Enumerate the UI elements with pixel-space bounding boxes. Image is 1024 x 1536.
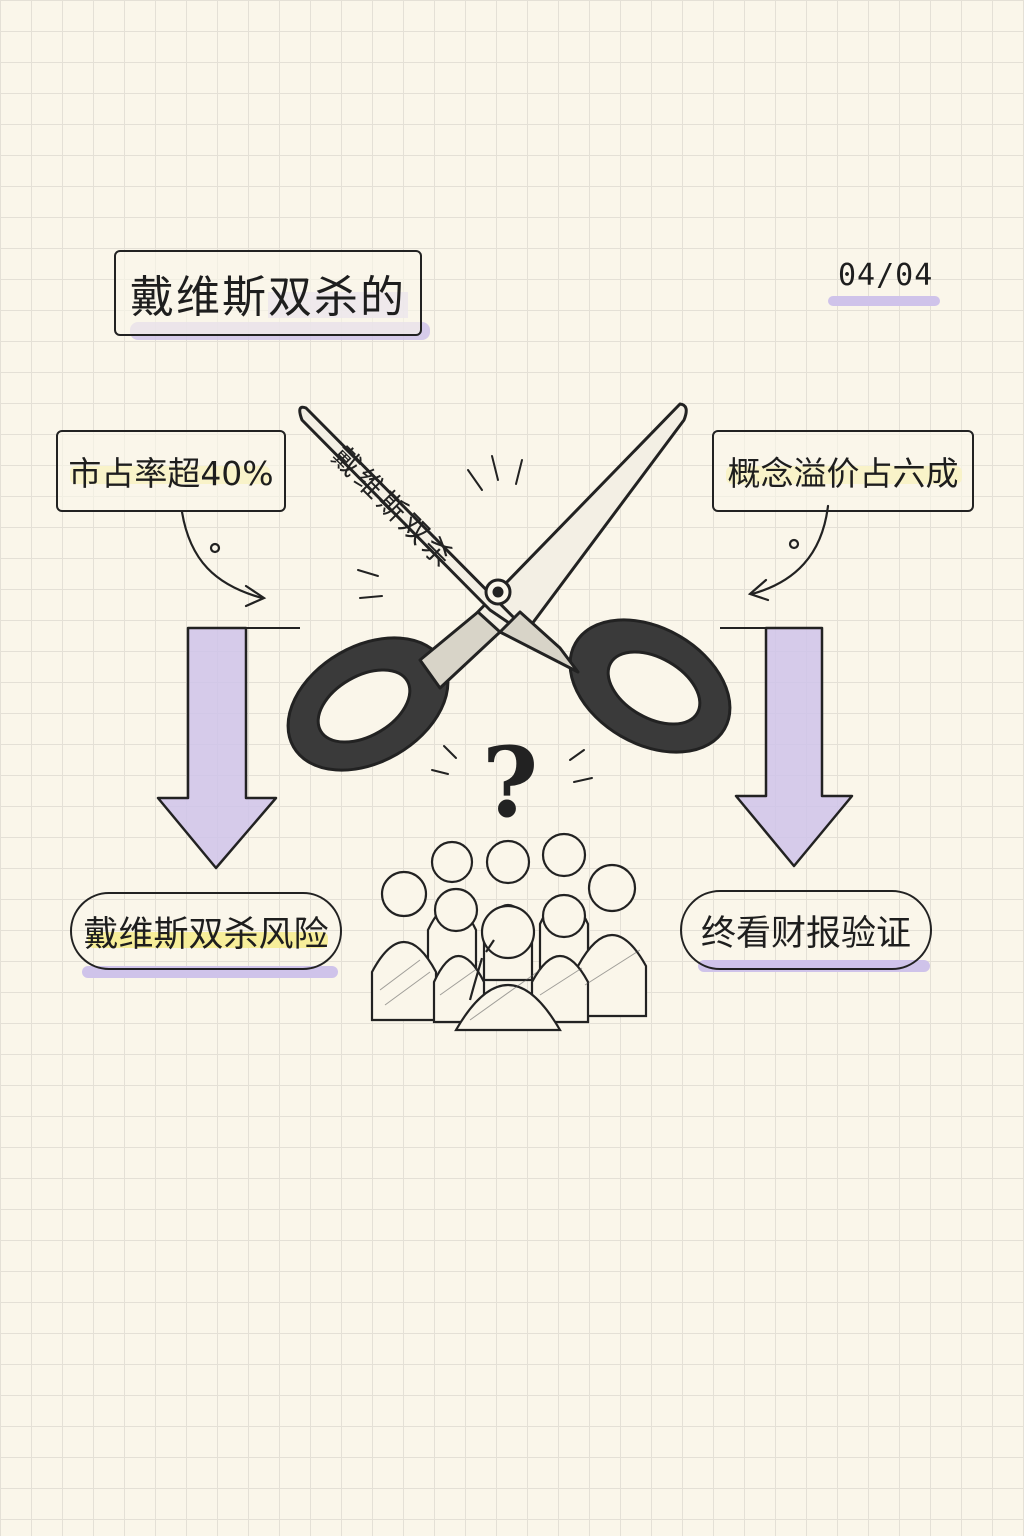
scissors-blade-text: 戴维斯双杀 — [325, 440, 461, 576]
left-result-box: 戴维斯双杀风险 — [70, 892, 342, 970]
right-result-box: 终看财报验证 — [680, 890, 932, 970]
right-result: 终看财报验证 — [700, 913, 911, 954]
left-result: 戴维斯双杀风险 — [83, 914, 329, 955]
right-label-box: 概念溢价占六成 — [712, 430, 974, 512]
left-down-arrow-icon — [156, 626, 300, 870]
scissors-icon — [286, 402, 732, 772]
right-down-arrow-icon — [720, 626, 854, 868]
page-title: 戴维斯双杀的 — [130, 272, 406, 323]
question-mark-icon: ? — [482, 726, 538, 839]
crowd-hatching — [379, 949, 641, 1021]
crowd-icon — [370, 832, 648, 1032]
left-label-box: 市占率超40% — [56, 430, 286, 512]
page-indicator-underline — [828, 296, 940, 306]
left-curved-arrow-icon — [180, 510, 267, 608]
left-label: 市占率超40% — [68, 454, 274, 493]
left-result-highlight — [88, 932, 328, 948]
right-curved-arrow-icon — [747, 504, 830, 602]
emphasis-ticks-icon — [357, 455, 593, 783]
right-label: 概念溢价占六成 — [727, 454, 959, 493]
page-indicator: 04/04 — [838, 258, 934, 293]
title-box: 戴维斯双杀的 — [114, 250, 422, 336]
